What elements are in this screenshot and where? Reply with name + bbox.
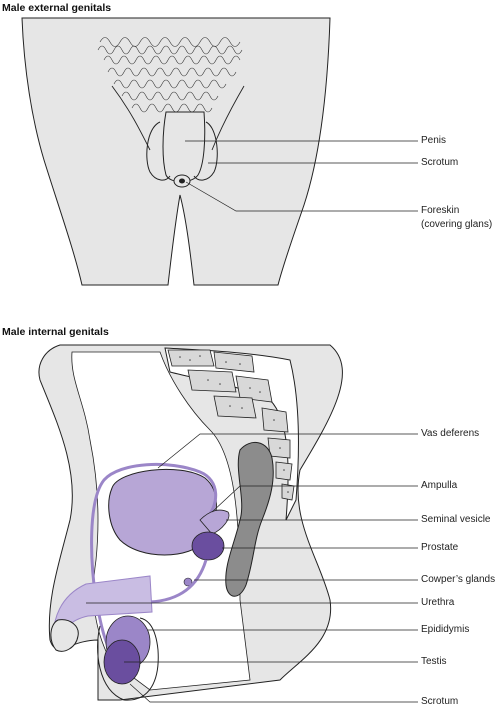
label-prostate: Prostate [421, 542, 459, 553]
external-scrotum-left [146, 121, 171, 181]
label-testis: Testis [421, 656, 447, 667]
pubic-hair [97, 37, 243, 113]
internal-section-title: Male internal genitals [2, 326, 109, 338]
label-foreskin-note: (covering glans) [421, 219, 493, 230]
label-foreskin: Foreskin [421, 205, 460, 216]
external-section-title: Male external genitals [2, 2, 112, 14]
label-cowpers-glands: Cowper’s glands [421, 574, 496, 585]
external-figure [21, 17, 418, 286]
vertebrae [167, 349, 295, 501]
internal-glans [50, 619, 79, 652]
label-epididymis: Epididymis [421, 624, 470, 635]
external-scrotum-right [193, 121, 218, 181]
label-vas-deferens: Vas deferens [421, 428, 480, 439]
label-scrotum-internal: Scrotum [421, 696, 459, 707]
label-urethra: Urethra [421, 597, 455, 608]
external-penis [162, 111, 206, 183]
prostate [191, 531, 225, 561]
cowpers-gland [183, 577, 193, 587]
label-scrotum-external: Scrotum [421, 157, 459, 168]
label-penis: Penis [421, 135, 447, 146]
label-ampulla: Ampulla [421, 480, 458, 491]
seminal-vesicle [199, 509, 230, 535]
label-seminal-vesicle: Seminal vesicle [421, 514, 491, 525]
internal-figure [38, 344, 418, 703]
internal-scrotum [97, 617, 159, 701]
bone-texture [179, 355, 289, 493]
